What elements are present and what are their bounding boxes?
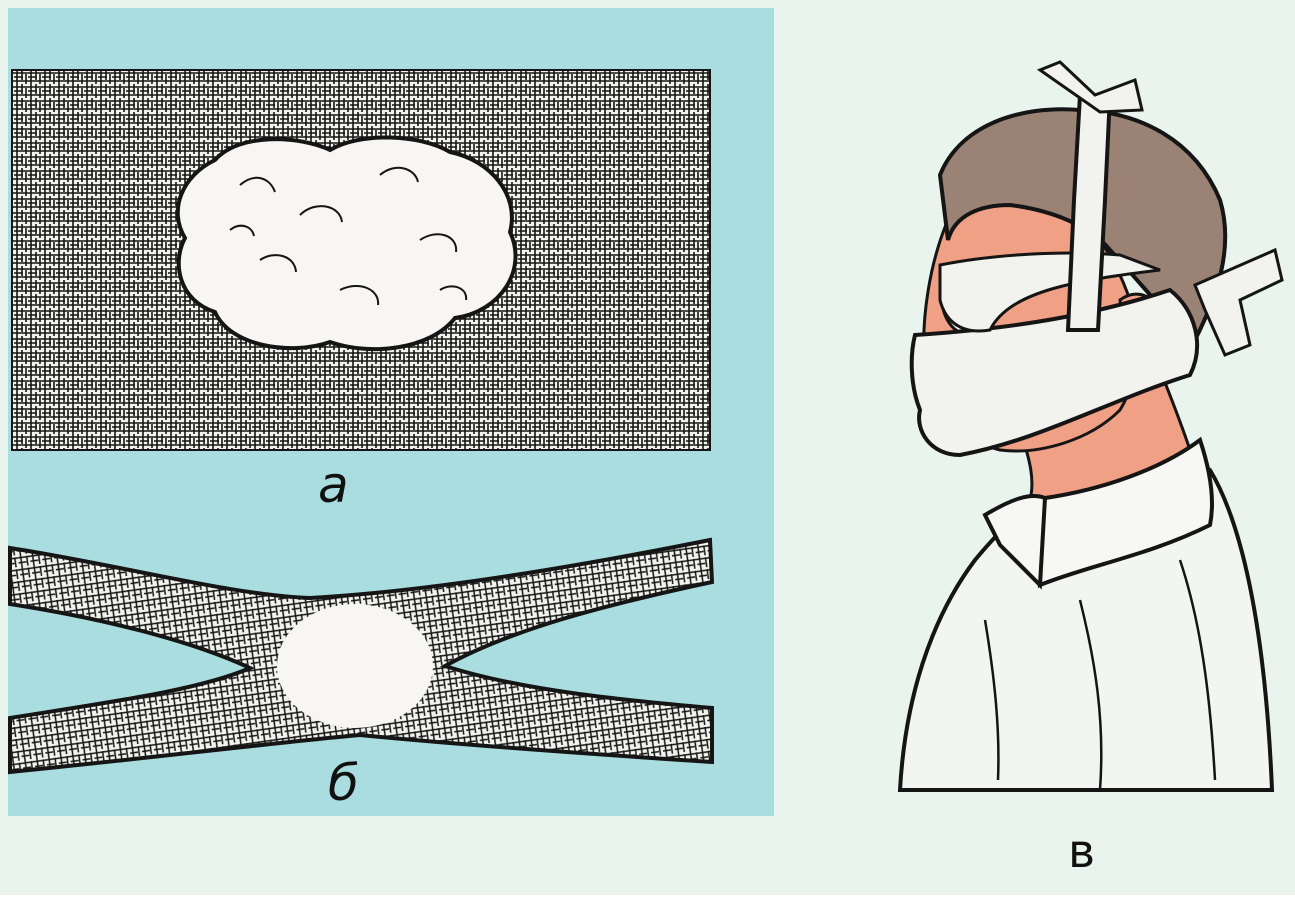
- label-a: а: [318, 460, 349, 510]
- label-c: в: [1068, 828, 1095, 874]
- label-b: б: [328, 758, 359, 808]
- cotton-center: [277, 604, 433, 728]
- cotton-pad: [178, 137, 516, 349]
- panel-a-illustration: [12, 70, 710, 450]
